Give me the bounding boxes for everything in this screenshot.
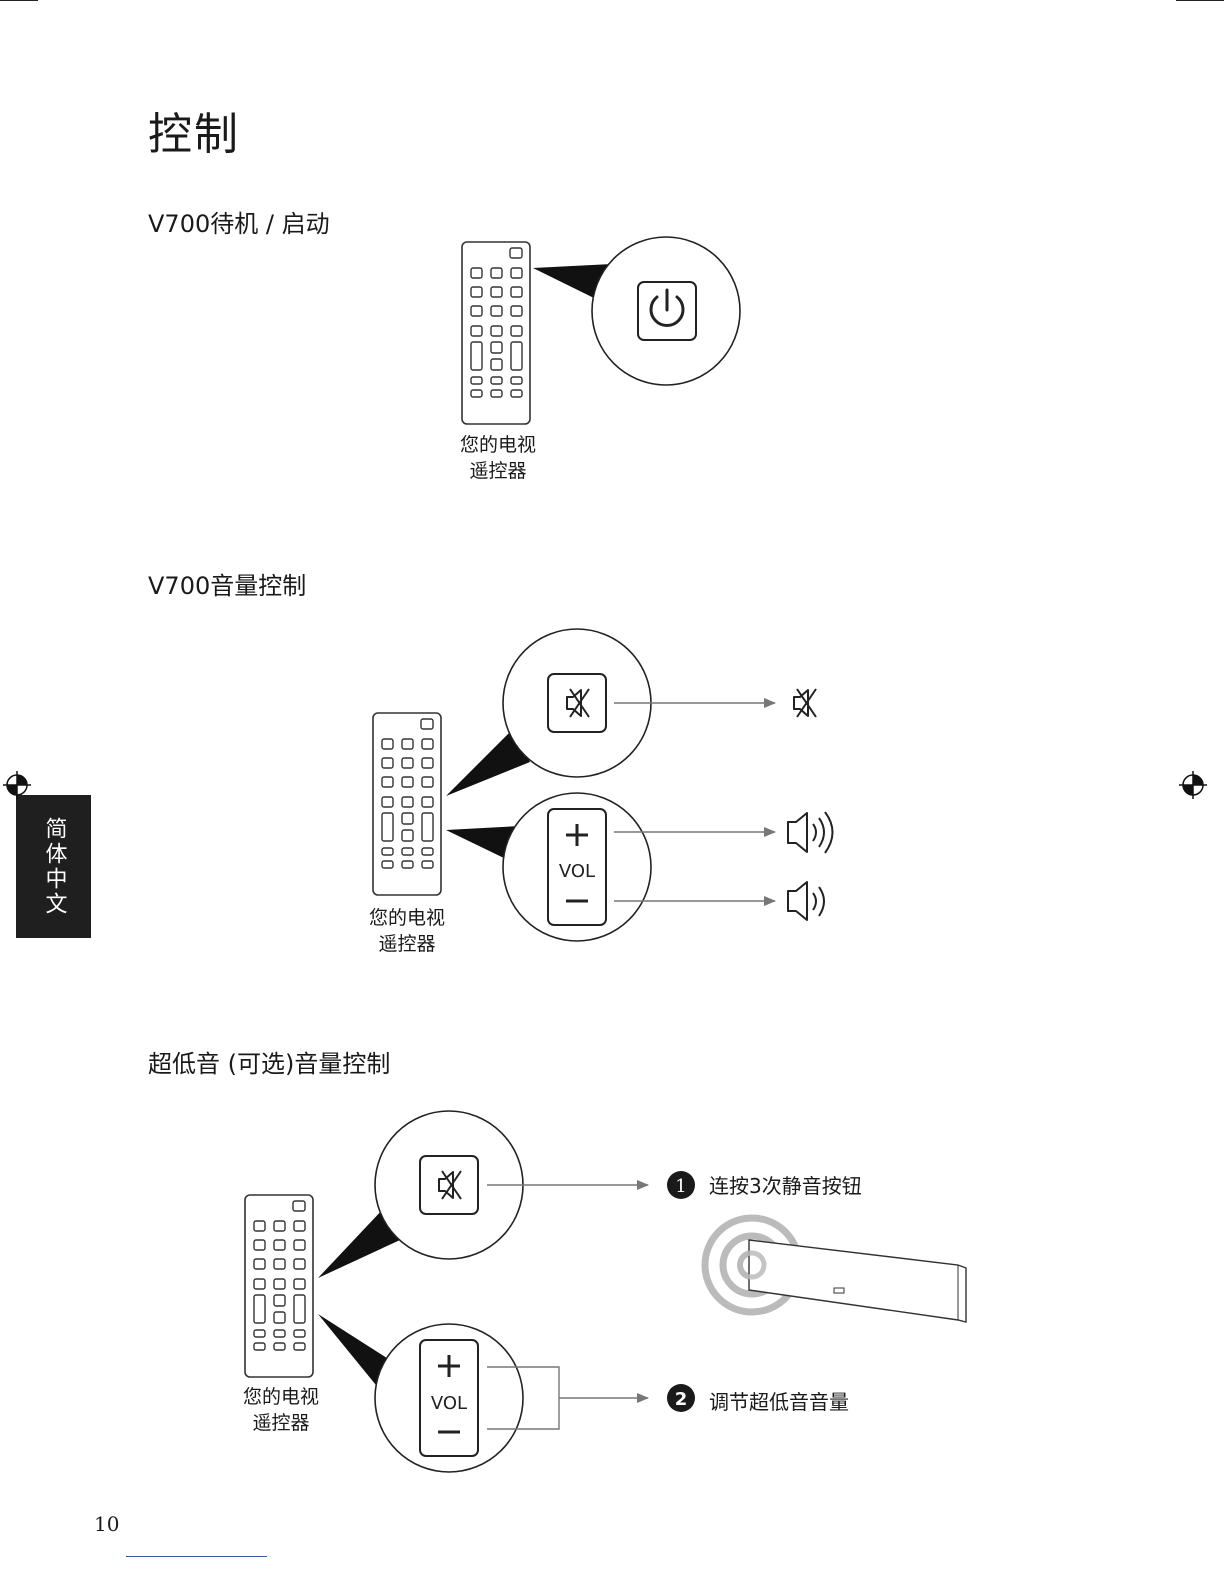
speaker-soft-icon — [788, 882, 824, 920]
step-1-badge: 1 — [667, 1171, 695, 1199]
volume-button: VOL — [548, 809, 606, 925]
svg-text:1: 1 — [675, 1176, 686, 1197]
soundbar-illustration — [705, 1218, 966, 1322]
registration-mark-left — [3, 771, 31, 799]
mute-button-icon — [548, 674, 606, 732]
sub-mute-button-icon — [420, 1156, 478, 1214]
subwoofer-diagram: VOL 1 2 — [245, 1111, 966, 1472]
mute-icon — [794, 689, 816, 717]
sub-vol-label: VOL — [431, 1393, 467, 1414]
speaker-loud-icon — [788, 812, 833, 853]
power-icon — [638, 282, 696, 340]
volume-diagram: VOL — [373, 629, 833, 941]
standby-diagram — [462, 237, 740, 424]
step-2-badge: 2 — [667, 1384, 695, 1412]
svg-text:2: 2 — [675, 1389, 688, 1410]
registration-mark-right — [1179, 771, 1207, 799]
sub-volume-button: VOL — [420, 1340, 478, 1456]
vol-label: VOL — [559, 861, 595, 882]
